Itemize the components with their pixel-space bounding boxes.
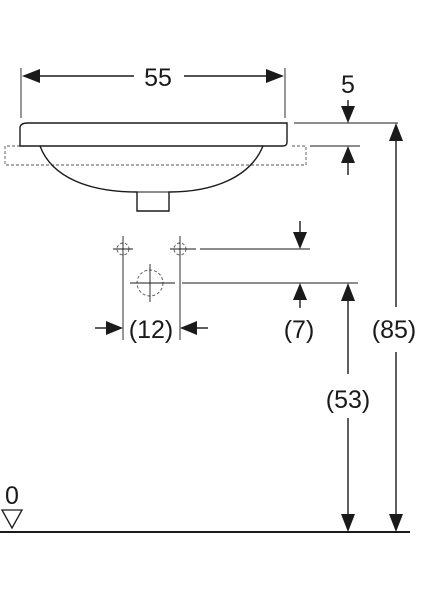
offset-label: (7) <box>284 316 315 344</box>
tap-spacing-label: (12) <box>129 316 173 344</box>
total-height-label: (85) <box>372 316 416 344</box>
basin-rim <box>19 122 288 147</box>
arrow-up <box>341 146 355 163</box>
arrow-left <box>22 69 40 83</box>
basin-bowl <box>39 145 264 212</box>
arrow-down <box>389 514 403 532</box>
drain-height-dimension: (53) <box>326 283 370 532</box>
total-height-dimension: (85) <box>372 123 416 532</box>
width-dimension: 55 <box>20 64 286 118</box>
tap-hole-right <box>170 236 196 262</box>
rim-thickness-dimension: 5 <box>294 71 398 175</box>
arrow-down <box>341 106 355 123</box>
tap-hole-left <box>113 236 133 262</box>
arrow-up <box>389 123 403 141</box>
floor-triangle-icon <box>0 509 24 530</box>
width-label: 55 <box>144 64 172 92</box>
arrow-down <box>341 514 355 532</box>
arrow-right <box>266 69 284 83</box>
rim-thickness-label: 5 <box>341 71 355 99</box>
countertop-dashed <box>4 145 307 166</box>
drain-height-label: (53) <box>326 386 370 414</box>
tap-spacing-dimension: (12) <box>95 262 208 344</box>
floor-reference: 0 <box>0 482 410 533</box>
basin-outline <box>4 122 307 212</box>
drain-crosshair <box>130 264 175 302</box>
offset-dimension: (7) <box>284 221 315 344</box>
arrow-down <box>293 232 307 249</box>
arrow-left <box>180 321 197 335</box>
floor-label: 0 <box>5 482 19 510</box>
arrow-up <box>293 283 307 300</box>
arrow-right <box>106 321 123 335</box>
arrow-up <box>341 283 355 301</box>
